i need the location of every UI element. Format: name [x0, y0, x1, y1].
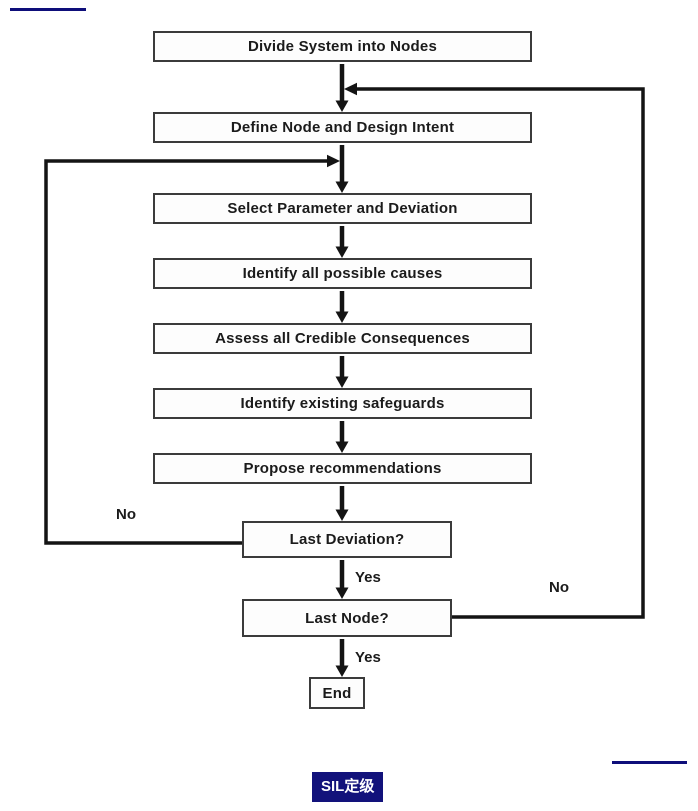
- flow-box-last-deviation: Last Deviation?: [242, 521, 452, 558]
- flow-box-last-node: Last Node?: [242, 599, 452, 637]
- top-left-rule: [10, 8, 86, 11]
- flow-box-label: Divide System into Nodes: [247, 38, 437, 55]
- flow-box-divide-system: Divide System into Nodes: [153, 31, 532, 62]
- edge-label-yes-last-node: Yes: [355, 649, 381, 666]
- edge-label-yes-last-deviation: Yes: [355, 569, 381, 586]
- edge-label-no-left: No: [116, 506, 136, 523]
- arrowhead-lastdeviation-to-lastnode: [335, 587, 349, 599]
- sil-rating-link[interactable]: SIL定级: [312, 772, 384, 802]
- flow-box-label: Identify all possible causes: [242, 265, 443, 282]
- arrowhead-divide-to-define: [335, 100, 349, 112]
- arrowhead-define-to-select: [335, 181, 349, 193]
- flow-box-label: Identify existing safeguards: [240, 395, 445, 412]
- arrowhead-causes-to-consequences: [335, 311, 349, 323]
- flow-box-label: Last Deviation?: [289, 531, 405, 548]
- bottom-right-rule: [612, 761, 687, 764]
- flow-box-label: Last Node?: [305, 609, 389, 627]
- arrowhead-loop-no-lastnode: [344, 82, 357, 96]
- flow-box-define-node: Define Node and Design Intent: [153, 112, 532, 143]
- flow-box-label: Select Parameter and Deviation: [227, 200, 458, 217]
- flow-box-assess-consequences: Assess all Credible Consequences: [153, 323, 532, 354]
- flow-box-label: Propose recommendations: [243, 460, 442, 477]
- arrowhead-recommendations-to-lastdeviation: [335, 509, 349, 521]
- flow-box-end: End: [309, 677, 365, 709]
- sil-rating-link-label: SIL定级: [321, 778, 375, 795]
- flow-box-propose-recommendations: Propose recommendations: [153, 453, 532, 484]
- flow-box-label: Define Node and Design Intent: [230, 119, 455, 136]
- flow-box-label: Assess all Credible Consequences: [215, 330, 470, 347]
- arrowhead-select-to-causes: [335, 246, 349, 258]
- flow-box-label: End: [322, 684, 352, 702]
- arrowhead-lastnode-to-end: [335, 665, 349, 677]
- arrowhead-consequences-to-safeguards: [335, 376, 349, 388]
- arrowhead-safeguards-to-recommendations: [335, 441, 349, 453]
- edge-label-no-right: No: [549, 579, 569, 596]
- flow-box-identify-safeguards: Identify existing safeguards: [153, 388, 532, 419]
- flow-box-select-parameter: Select Parameter and Deviation: [153, 193, 532, 224]
- arrowhead-loop-no-lastdeviation: [327, 154, 340, 168]
- flow-box-identify-causes: Identify all possible causes: [153, 258, 532, 289]
